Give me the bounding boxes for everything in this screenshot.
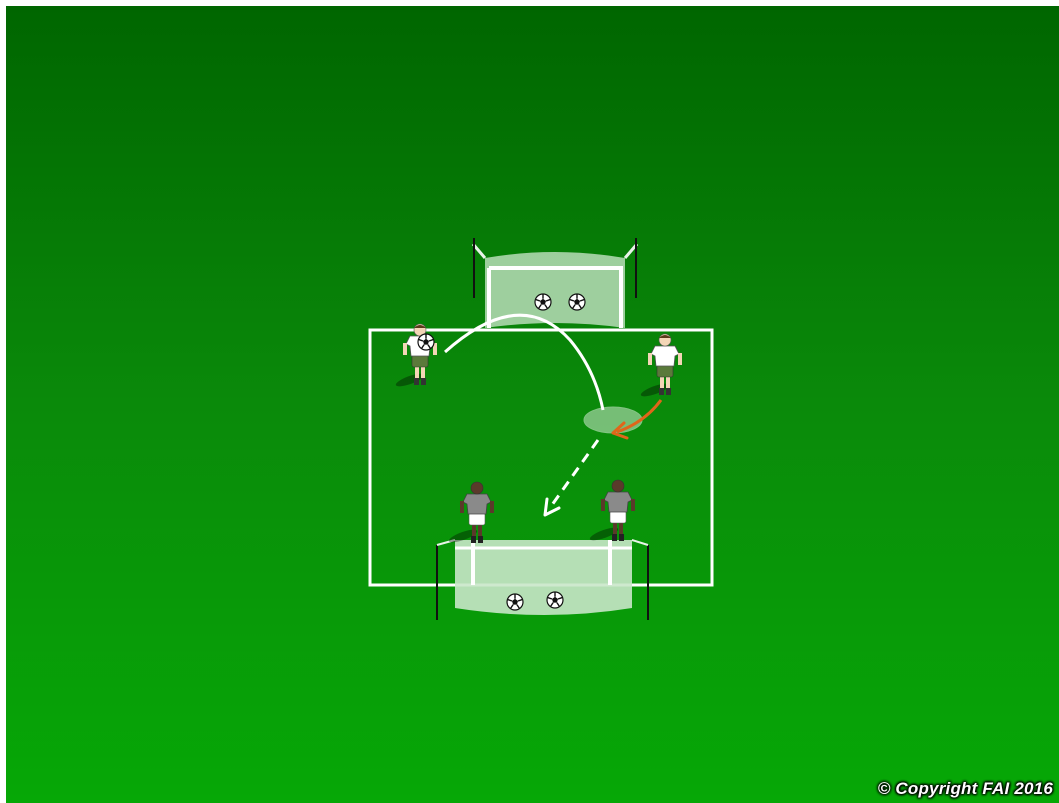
ball-icon (507, 594, 523, 610)
player-icon (395, 324, 437, 389)
target-zone (584, 407, 642, 433)
ball-icon (547, 592, 563, 608)
copyright-text: © Copyright FAI 2016 (878, 779, 1053, 799)
shot-line (552, 440, 598, 505)
drill-diagram: © Copyright FAI 2016 (6, 6, 1059, 803)
bottom-goal (437, 540, 648, 620)
player-icon (589, 480, 635, 543)
arrow-icon (545, 499, 559, 515)
player-icon (448, 482, 494, 545)
player-icon (640, 334, 682, 399)
ball-icon (569, 294, 585, 310)
top-goal (473, 238, 637, 328)
drill-canvas (6, 6, 1059, 803)
ball-icon (535, 294, 551, 310)
